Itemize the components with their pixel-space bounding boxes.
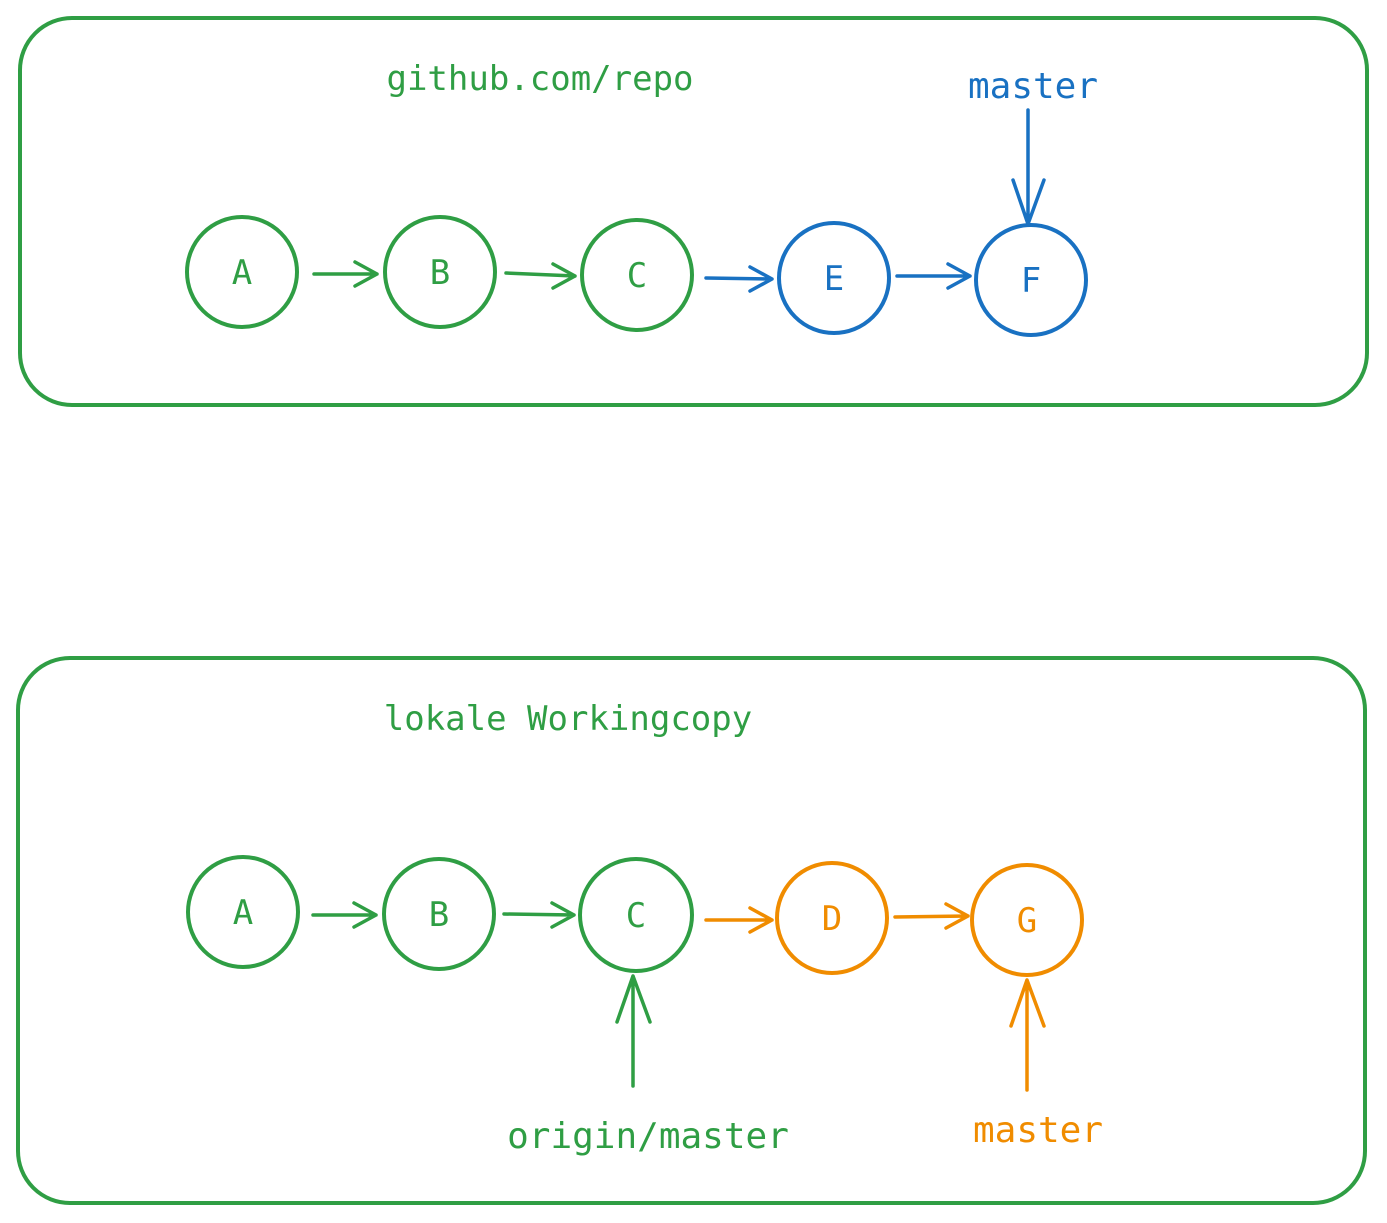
local-repo-panel: lokale Workingcopy A B C D G	[16, 656, 1367, 1205]
commit-label: E	[824, 259, 844, 299]
remote-repo-title: github.com/repo	[386, 59, 693, 99]
commit-label: B	[430, 253, 450, 293]
local-origin-master-pointer: origin/master	[507, 974, 789, 1157]
remote-repo-panel: github.com/repo A B C E F	[18, 16, 1369, 407]
remote-commit-e: E	[777, 221, 891, 335]
remote-master-pointer: master	[968, 66, 1098, 226]
commit-circle	[382, 857, 496, 971]
local-edge-b-c	[502, 901, 576, 929]
commit-circle	[185, 215, 299, 329]
local-repo-frame	[16, 656, 1367, 1205]
pointer-label: origin/master	[507, 1116, 789, 1157]
commit-circle	[383, 215, 497, 329]
local-edge-d-g	[893, 902, 970, 930]
local-commit-a: A	[186, 855, 300, 969]
remote-edge-e-f	[895, 262, 972, 290]
up-arrow-icon	[1009, 978, 1046, 1092]
remote-commit-a: A	[185, 215, 299, 329]
commit-circle	[970, 863, 1084, 977]
down-arrow-icon	[1011, 108, 1046, 226]
commit-circle	[974, 223, 1088, 337]
local-master-pointer: master	[973, 978, 1103, 1151]
pointer-label: master	[968, 66, 1098, 107]
local-commit-g: G	[970, 863, 1084, 977]
commit-label: D	[822, 899, 842, 939]
commit-circle	[186, 855, 300, 969]
remote-commit-f: F	[974, 223, 1088, 337]
remote-repo-frame	[18, 16, 1369, 407]
local-edge-c-d	[704, 906, 774, 934]
up-arrow-icon	[615, 974, 652, 1088]
commit-label: G	[1017, 901, 1037, 941]
commit-circle	[777, 221, 891, 335]
local-commit-d: D	[775, 861, 889, 975]
commit-circle	[578, 857, 694, 973]
pointer-label: master	[973, 1110, 1103, 1151]
remote-commit-b: B	[383, 215, 497, 329]
local-edge-a-b	[311, 901, 378, 929]
commit-label: A	[233, 893, 253, 933]
local-repo-title: lokale Workingcopy	[384, 699, 752, 739]
remote-edge-b-c	[504, 262, 577, 290]
remote-edge-a-b	[312, 260, 379, 288]
commit-label: C	[626, 896, 646, 936]
commit-circle	[775, 861, 889, 975]
local-commit-c: C	[578, 857, 694, 973]
commit-circle	[580, 218, 694, 332]
commit-label: B	[429, 895, 449, 935]
commit-label: F	[1021, 261, 1041, 301]
remote-edge-c-e	[704, 265, 774, 293]
remote-commit-c: C	[580, 218, 694, 332]
commit-label: A	[232, 253, 252, 293]
commit-label: C	[627, 256, 647, 296]
local-commit-b: B	[382, 857, 496, 971]
